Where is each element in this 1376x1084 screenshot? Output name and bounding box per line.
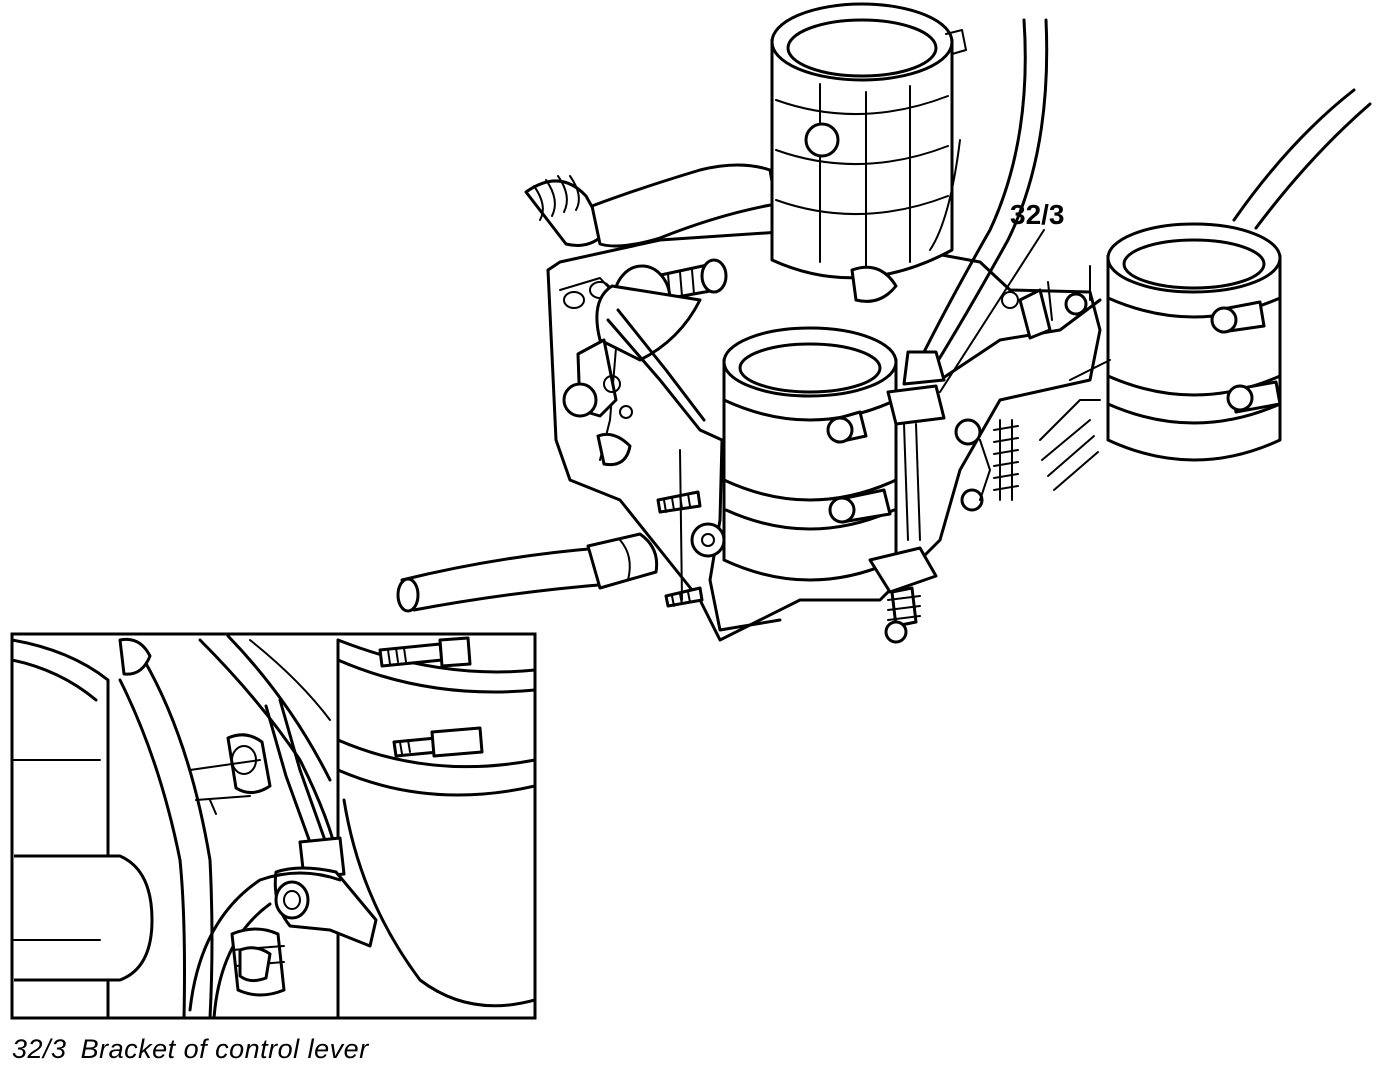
- figure-caption: 32/3 Bracket of control lever: [12, 1034, 369, 1065]
- caption-text: Bracket of control lever: [80, 1034, 369, 1064]
- inset-frame: [10, 632, 537, 1020]
- studs: [656, 449, 726, 608]
- callout-leader: [939, 229, 1045, 393]
- mounting-plate: [606, 308, 782, 632]
- air-filter-canister: [770, 2, 967, 303]
- caption-number: 32/3: [12, 1034, 67, 1064]
- inset-detail-view: [10, 632, 537, 1020]
- engine-assembly: 32/3: [396, 2, 1372, 644]
- throttle-body-right: [1106, 222, 1282, 462]
- bolt: [654, 258, 728, 302]
- throttle-body-front: [722, 326, 898, 582]
- callout-label: 32/3: [1010, 199, 1065, 230]
- control-linkage: [938, 265, 1111, 512]
- hose-lower-left: [396, 532, 659, 613]
- vacuum-line: [918, 18, 1049, 366]
- mounting-bracket: [562, 338, 633, 467]
- left-housing: [595, 264, 702, 362]
- hose-upper-right: [1232, 88, 1372, 230]
- control-lever-bracket: [868, 350, 946, 644]
